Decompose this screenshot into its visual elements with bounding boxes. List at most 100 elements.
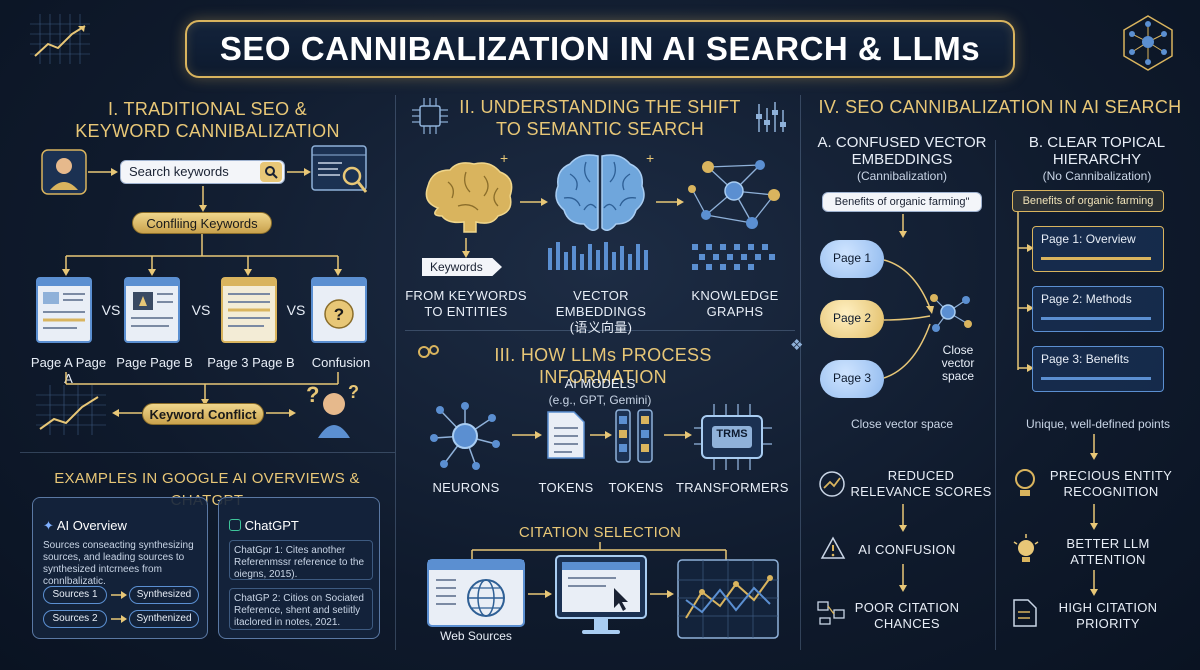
chatgpt-card: ChatGPT ChatGpr 1: Cites another Referen… xyxy=(218,497,380,639)
b-step-1: PRECIOUS ENTITY RECOGNITION xyxy=(1036,468,1186,500)
synthesized-2-chip[interactable]: Synthenized xyxy=(129,610,199,628)
divider-llm xyxy=(405,330,795,331)
b-step-2-line2: ATTENTION xyxy=(1070,552,1146,567)
a-step-3-line1: POOR CITATION xyxy=(854,600,960,615)
arrow-monitor-to-chart xyxy=(650,590,674,598)
synthesized-1-chip[interactable]: Synthesized xyxy=(129,586,199,604)
gears-icon xyxy=(418,345,439,358)
column-a-query[interactable]: Benefits of organic farming" xyxy=(822,192,982,212)
column-b-query[interactable]: Benefits of organic farming xyxy=(1012,190,1164,212)
search-icon[interactable] xyxy=(260,162,282,182)
ai-overview-text: Sources conseacting synthesizing sources… xyxy=(43,540,194,587)
search-keywords-text: Search keywords xyxy=(129,164,229,179)
vector-embeddings-label: VECTOR EMBEDDINGS (语义向量) xyxy=(528,288,674,336)
priority-document-icon xyxy=(1013,599,1037,627)
from-keywords-line2: TO ENTITIES xyxy=(424,304,508,319)
section1-title-line2: KEYWORD CANNIBALIZATION xyxy=(75,121,340,141)
unique-points-label: Unique, well-defined points xyxy=(1025,417,1171,431)
arrow-b-unique xyxy=(1090,434,1098,460)
vector-bars-icon xyxy=(548,242,648,270)
column-b-title-line2: HIERARCHY xyxy=(1052,151,1142,168)
b-page-3-box[interactable]: Page 3: Benefits xyxy=(1032,346,1164,392)
arrow-b-step-2 xyxy=(1090,570,1098,596)
a-step-3-line2: CHANCES xyxy=(874,616,940,631)
conflicting-keywords-pill: Confliing Keywords xyxy=(132,212,272,234)
b-step-3-line2: PRIORITY xyxy=(1076,616,1140,631)
analytics-chart-icon xyxy=(677,559,779,639)
cloud-page-3: Page 3 xyxy=(820,360,884,398)
vs-label-3: VS xyxy=(286,302,306,318)
convergence-arrows xyxy=(883,259,934,379)
close-vector-space-label: Close vector space xyxy=(850,417,954,431)
arrow-embed-to-graph xyxy=(656,198,684,206)
confusion-page-icon: ? xyxy=(311,277,367,343)
knowledge-graphs-line2: GRAPHS xyxy=(706,304,764,319)
divider-right xyxy=(800,95,801,650)
svg-text:?: ? xyxy=(348,382,359,402)
column-a-subtitle: (Cannibalization) xyxy=(856,169,948,183)
divider-left xyxy=(395,95,396,650)
section1-title-line1: I. TRADITIONAL SEO & xyxy=(107,99,308,119)
cloud-page-1: Page 1 xyxy=(820,240,884,278)
close-vector-line3: space xyxy=(941,369,975,383)
page-b-icon xyxy=(124,277,180,343)
arrow-neuron-to-token xyxy=(512,431,542,439)
arrow-b-step-1 xyxy=(1090,504,1098,530)
user-avatar-icon xyxy=(41,149,87,195)
vs-label-2: VS xyxy=(191,302,211,318)
token-document-icon xyxy=(547,411,585,459)
knowledge-graphs-label: KNOWLEDGE GRAPHS xyxy=(680,288,790,320)
a-step-1-line1: REDUCED xyxy=(887,468,955,483)
citation-selection-label: CITATION SELECTION xyxy=(518,524,682,541)
b-page-3-label: Page 3: Benefits xyxy=(1041,352,1130,366)
arrow-user-to-search xyxy=(88,168,118,176)
divider-ab xyxy=(995,140,996,650)
b-page-1-bar xyxy=(1041,257,1151,260)
brain-blue-icon xyxy=(555,154,645,231)
keyword-conflict-text: Keyword Conflict xyxy=(149,407,257,422)
trend-chart-icon xyxy=(36,385,106,435)
a-step-1: REDUCED RELEVANCE SCORES xyxy=(848,468,994,500)
page-3-icon xyxy=(221,277,277,343)
web-sources-icon xyxy=(427,559,525,627)
section2-title: II. UNDERSTANDING THE SHIFT TO SEMANTIC … xyxy=(450,96,750,140)
bar-chart-icon xyxy=(756,102,786,132)
b-step-1-line1: PRECIOUS ENTITY xyxy=(1049,468,1173,483)
b-page-1-label: Page 1: Overview xyxy=(1041,232,1136,246)
b-page-3-bar xyxy=(1041,377,1151,380)
b-step-3-line1: HIGH CITATION xyxy=(1058,600,1158,615)
knowledge-graph-icon xyxy=(688,160,780,229)
browser-search-icon xyxy=(311,145,368,193)
close-vector-line1: Close xyxy=(942,343,974,357)
arrow-a-step-1 xyxy=(899,504,907,532)
vector-cluster-icon xyxy=(930,294,972,332)
page-label-3: Page 3 Page B xyxy=(207,355,295,370)
a-step-3: POOR CITATION CHANCES xyxy=(848,600,966,632)
column-a-title-line1: A. CONFUSED VECTOR xyxy=(817,134,987,151)
sources-1-chip[interactable]: Sources 1 xyxy=(43,586,107,604)
a-step-1-line2: RELEVANCE SCORES xyxy=(850,484,992,499)
ai-models-line1: AI MODELS xyxy=(564,376,636,391)
arrow-token-to-transformer xyxy=(664,431,692,439)
main-title: SEO CANNIBALIZATION IN AI SEARCH & LLMs xyxy=(219,30,981,67)
b-page-2-box[interactable]: Page 2: Methods xyxy=(1032,286,1164,332)
ai-overview-heading: AI Overview xyxy=(56,518,127,533)
arrow-token-to-token xyxy=(590,431,612,439)
arrow-to-person xyxy=(266,409,296,417)
arrow-source2 xyxy=(111,615,127,623)
b-step-2-line1: BETTER LLM xyxy=(1066,536,1150,551)
b-page-1-box[interactable]: Page 1: Overview xyxy=(1032,226,1164,272)
keyword-conflict-pill: Keyword Conflict xyxy=(142,403,264,425)
from-keywords-line1: FROM KEYWORDS xyxy=(405,288,527,303)
arrow-brain-down xyxy=(462,238,470,258)
ai-overview-heading-wrap: ✦ AI Overview xyxy=(43,518,127,534)
reduced-relevance-icon xyxy=(819,471,845,497)
arrow-search-down xyxy=(199,186,207,212)
from-keywords-label: FROM KEYWORDS TO ENTITIES xyxy=(402,288,530,320)
plus-sparkle-icon: + xyxy=(500,150,509,166)
arrow-to-chart xyxy=(112,409,142,417)
sources-2-chip[interactable]: Sources 2 xyxy=(43,610,107,628)
page-label-4: Confusion xyxy=(311,355,371,370)
search-keywords-box[interactable]: Search keywords xyxy=(120,160,285,184)
chatgpt-item-2: ChatGP 2: Citios on Sociated Reference, … xyxy=(229,588,373,630)
